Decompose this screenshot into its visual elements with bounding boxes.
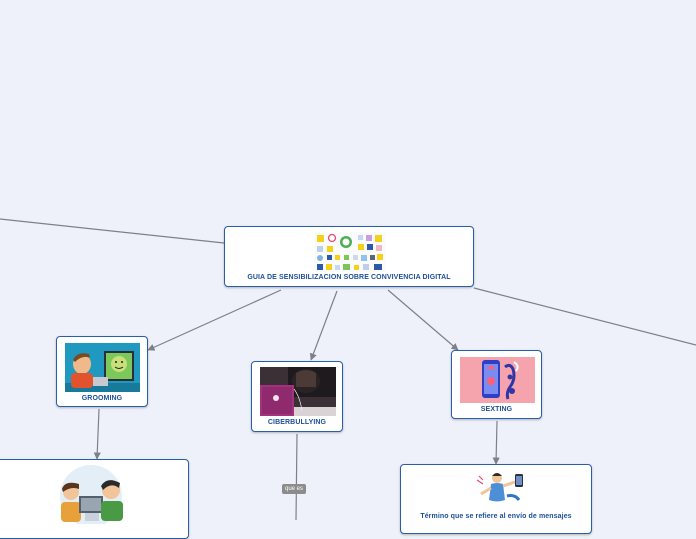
connector-root-left bbox=[0, 218, 225, 244]
person-with-phone-illustration bbox=[476, 473, 523, 502]
root-node[interactable]: GUIA DE SENSIBILIZACION SOBRE CONVIVENCI… bbox=[224, 226, 474, 287]
relation-tag-que-es[interactable]: que es bbox=[282, 484, 307, 494]
connector-ciberbullying-child bbox=[295, 433, 298, 520]
topic-label-grooming: GROOMING bbox=[81, 395, 123, 402]
video-chat-illustration bbox=[65, 343, 140, 392]
connector-layer bbox=[0, 218, 696, 520]
connector-sexting-child bbox=[492, 420, 500, 465]
phone-sexting-illustration bbox=[460, 357, 535, 403]
connector-root-grooming bbox=[147, 289, 282, 351]
topic-node-ciberbullying[interactable]: CIBERBULLYING bbox=[251, 361, 343, 432]
social-apps-collage-icon bbox=[314, 232, 386, 272]
root-node-label: GUIA DE SENSIBILIZACION SOBRE CONVIVENCI… bbox=[247, 274, 451, 281]
subtopic-label-sexting-definition: Término que se refiere al envío de mensa… bbox=[420, 513, 572, 520]
topic-node-grooming[interactable]: GROOMING bbox=[56, 336, 148, 407]
connector-root-sexting bbox=[387, 289, 459, 351]
topic-label-sexting: SEXTING bbox=[480, 406, 513, 413]
connector-root-right bbox=[473, 287, 696, 346]
subtopic-node-sexting-definition[interactable]: Término que se refiere al envío de mensa… bbox=[400, 464, 592, 534]
subtopic-node-grooming[interactable] bbox=[0, 459, 189, 539]
connector-root-ciberbullying bbox=[309, 290, 338, 361]
connector-grooming-child bbox=[93, 408, 101, 460]
computer-users-illustration bbox=[60, 465, 123, 524]
topic-node-sexting[interactable]: SEXTING bbox=[451, 350, 542, 419]
topic-label-ciberbullying: CIBERBULLYING bbox=[267, 419, 327, 426]
laptop-photo bbox=[260, 367, 336, 416]
